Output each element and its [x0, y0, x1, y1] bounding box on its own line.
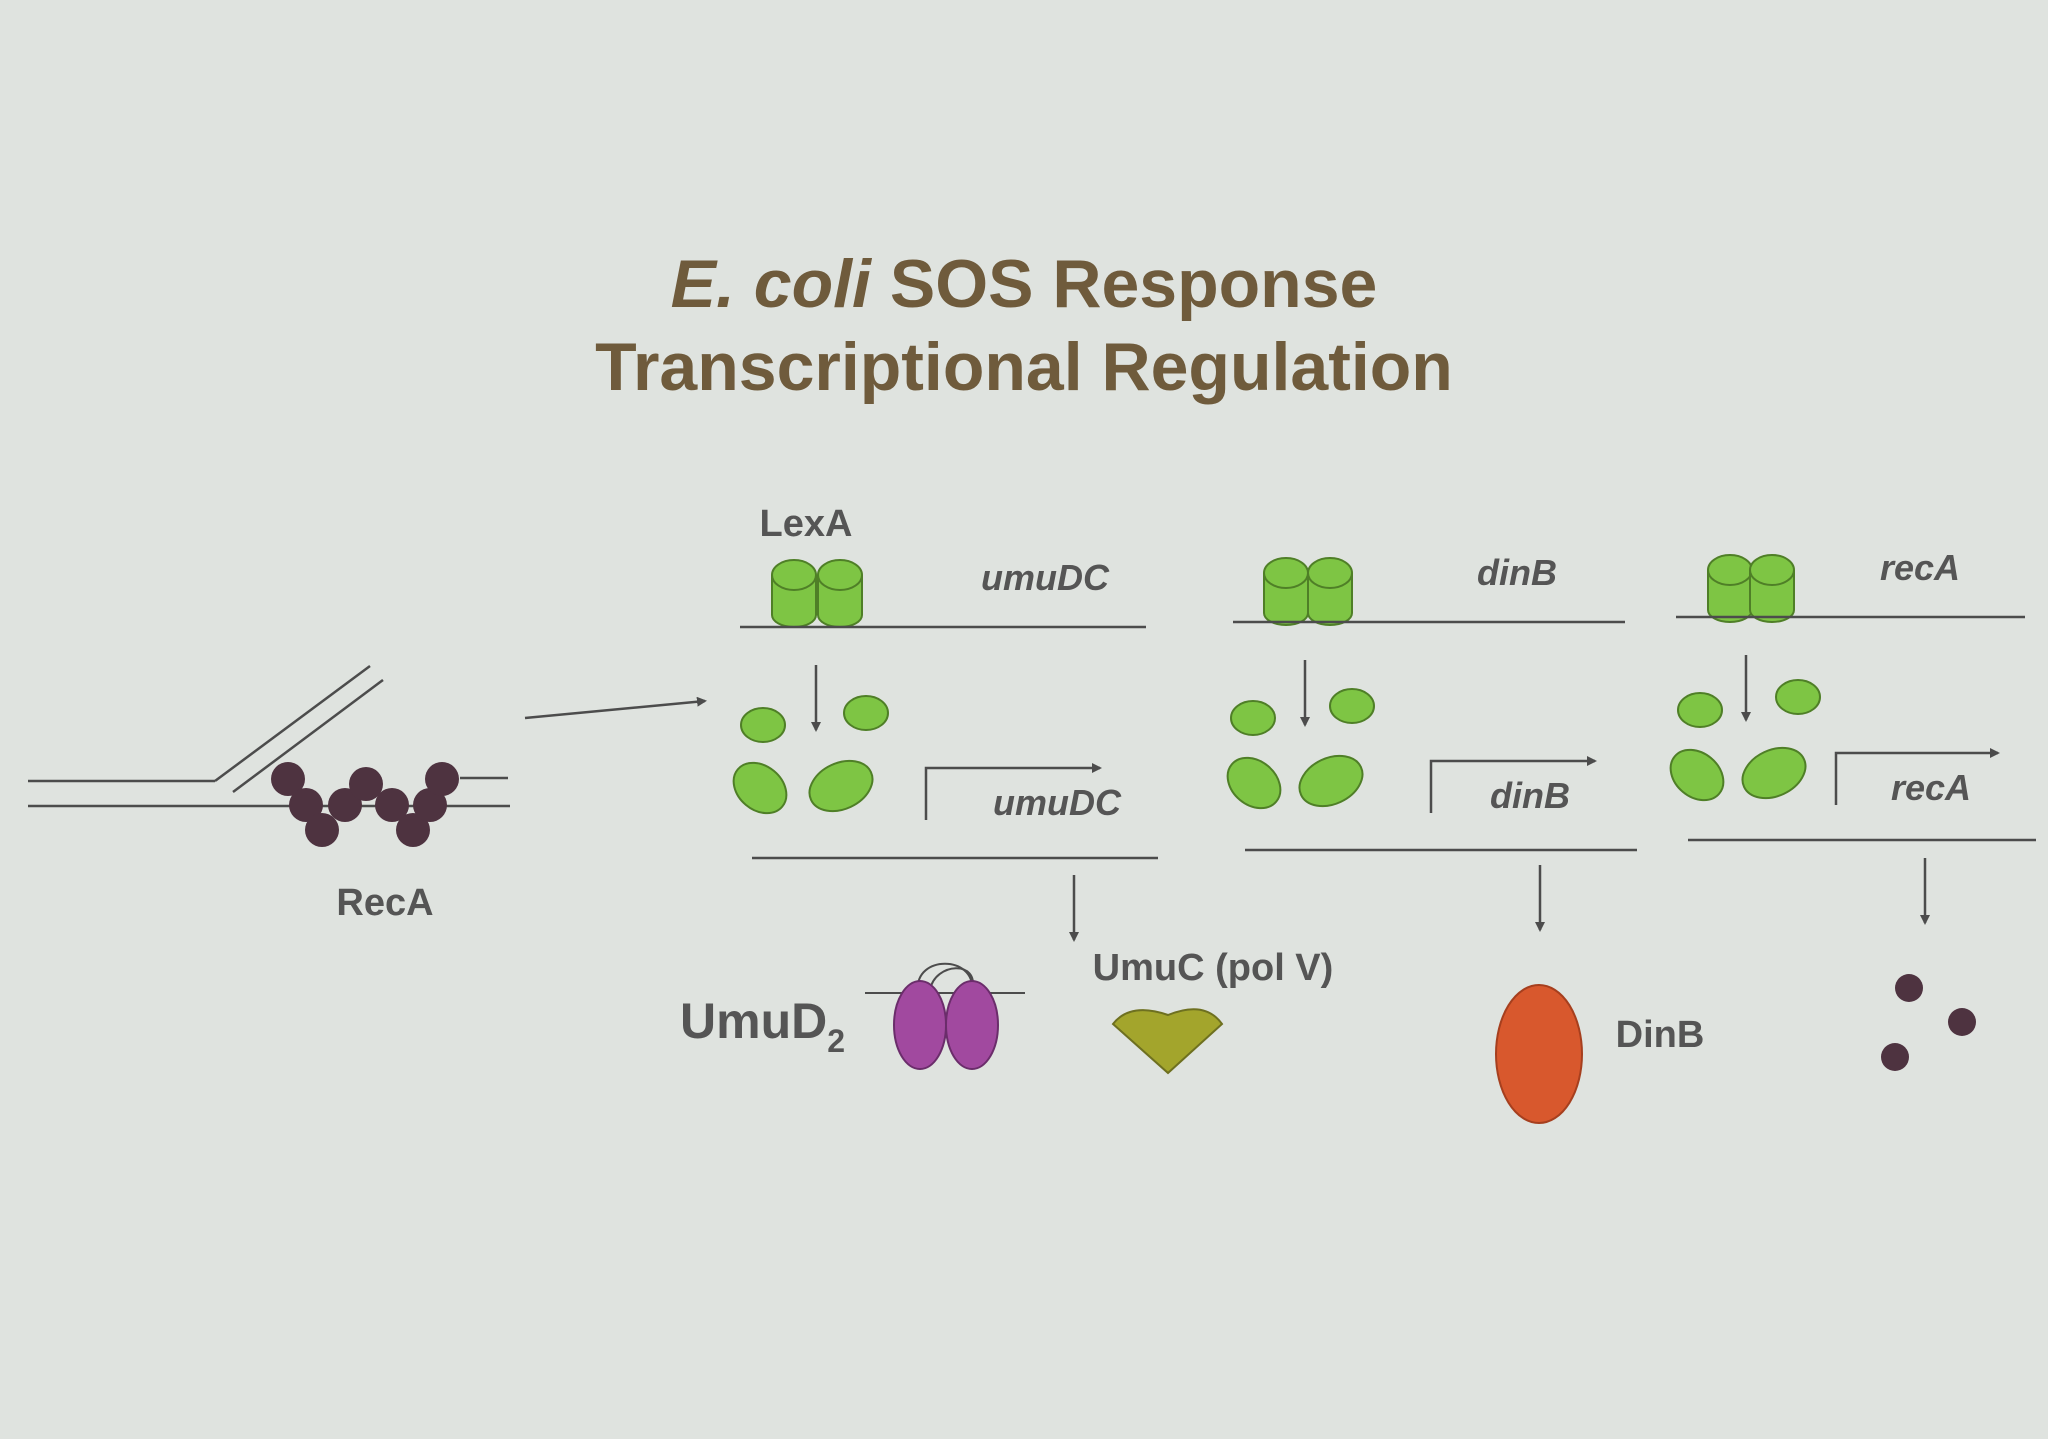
- reca-subunit: [425, 762, 459, 796]
- reca-subunit: [289, 788, 323, 822]
- activation-arrow: [524, 696, 707, 720]
- gene-label-expressed: dinB: [1490, 775, 1570, 816]
- reca-protein-monomers: [1881, 974, 1976, 1071]
- umud2-arm: [916, 962, 974, 991]
- reca-subunit: [328, 788, 362, 822]
- title-italic-organism: E. coli: [670, 246, 871, 322]
- lexa-subunit-top: [1307, 557, 1353, 589]
- lexa-dimer-bound: [1263, 557, 1353, 626]
- reca-label: RecA: [336, 882, 433, 924]
- operon-dinb: dinB dinB DinB: [1226, 552, 1705, 1124]
- dinb-protein: [1495, 984, 1583, 1124]
- lexa-fragment-large: [808, 759, 874, 813]
- dna-fork-strand-2: [232, 678, 384, 794]
- gene-label-repressed: recA: [1880, 547, 1960, 588]
- umud2-label: UmuD2: [680, 993, 845, 1059]
- lexa-cleaved-fragments: [1226, 688, 1375, 810]
- reca-subunit: [349, 767, 383, 801]
- promoter-arrow: [924, 763, 1102, 820]
- reca-filament: [271, 762, 459, 847]
- lexa-dimer-bound: [1707, 554, 1795, 623]
- lexa-cleaved-fragments: [732, 695, 889, 815]
- lexa-fragment-small: [1775, 679, 1821, 715]
- umud-subunit: [945, 980, 999, 1070]
- slide-title-line-2: Transcriptional Regulation: [595, 329, 1453, 405]
- lexa-fragment-large: [1298, 754, 1364, 808]
- reca-monomer: [1895, 974, 1923, 1002]
- gene-label-repressed: dinB: [1477, 552, 1557, 593]
- umud2-label-base: UmuD: [680, 993, 827, 1049]
- lexa-fragment-large: [1741, 746, 1807, 800]
- lexa-subunit-top: [1263, 557, 1309, 589]
- lexa-fragment-large: [1226, 756, 1282, 810]
- lexa-fragment-small: [1329, 688, 1375, 724]
- gene-label-expressed: recA: [1891, 767, 1971, 808]
- reca-subunit: [305, 813, 339, 847]
- lexa-fragment-small: [843, 695, 889, 731]
- umuc-label: UmuC (pol V): [1093, 947, 1334, 989]
- promoter-arrow: [1834, 748, 2000, 805]
- reca-subunit: [271, 762, 305, 796]
- reca-subunit: [413, 788, 447, 822]
- umuc-heart-shape: [1111, 1008, 1224, 1075]
- lexa-fragment-small: [1677, 692, 1723, 728]
- umud2-label-subscript: 2: [827, 1023, 845, 1059]
- lexa-fragment-large: [1669, 748, 1725, 802]
- reca-subunit: [375, 788, 409, 822]
- umud-subunit: [893, 980, 947, 1070]
- reca-subunit: [396, 813, 430, 847]
- reca-monomer: [1881, 1043, 1909, 1071]
- gene-label-expressed: umuDC: [993, 782, 1122, 823]
- promoter-arrow: [1429, 756, 1597, 813]
- lexa-cleaved-fragments: [1669, 679, 1821, 802]
- lexa-subunit-top: [771, 559, 817, 591]
- lexa-subunit-top: [1749, 554, 1795, 586]
- dinb-label: DinB: [1616, 1014, 1705, 1056]
- lexa-subunit-top: [817, 559, 863, 591]
- lexa-label: LexA: [760, 503, 853, 545]
- operon-umudc: umuDC umuDC UmuD2 UmuC (pol: [680, 557, 1334, 1075]
- lexa-fragment-small: [740, 707, 786, 743]
- reca-monomer: [1948, 1008, 1976, 1036]
- slide-title-line-1: E. coli SOS Response: [0, 245, 2048, 323]
- dna-fork-strand-1: [214, 664, 371, 783]
- lexa-subunit-top: [1707, 554, 1753, 586]
- operon-reca: recA recA: [1669, 547, 2036, 1071]
- lexa-fragment-small: [1230, 700, 1276, 736]
- title-text: SOS Response: [889, 246, 1378, 322]
- lexa-dimer-bound: [771, 559, 863, 628]
- umud2-dimer: [865, 962, 1025, 1070]
- lexa-fragment-large: [732, 761, 788, 815]
- gene-label-repressed: umuDC: [981, 557, 1110, 598]
